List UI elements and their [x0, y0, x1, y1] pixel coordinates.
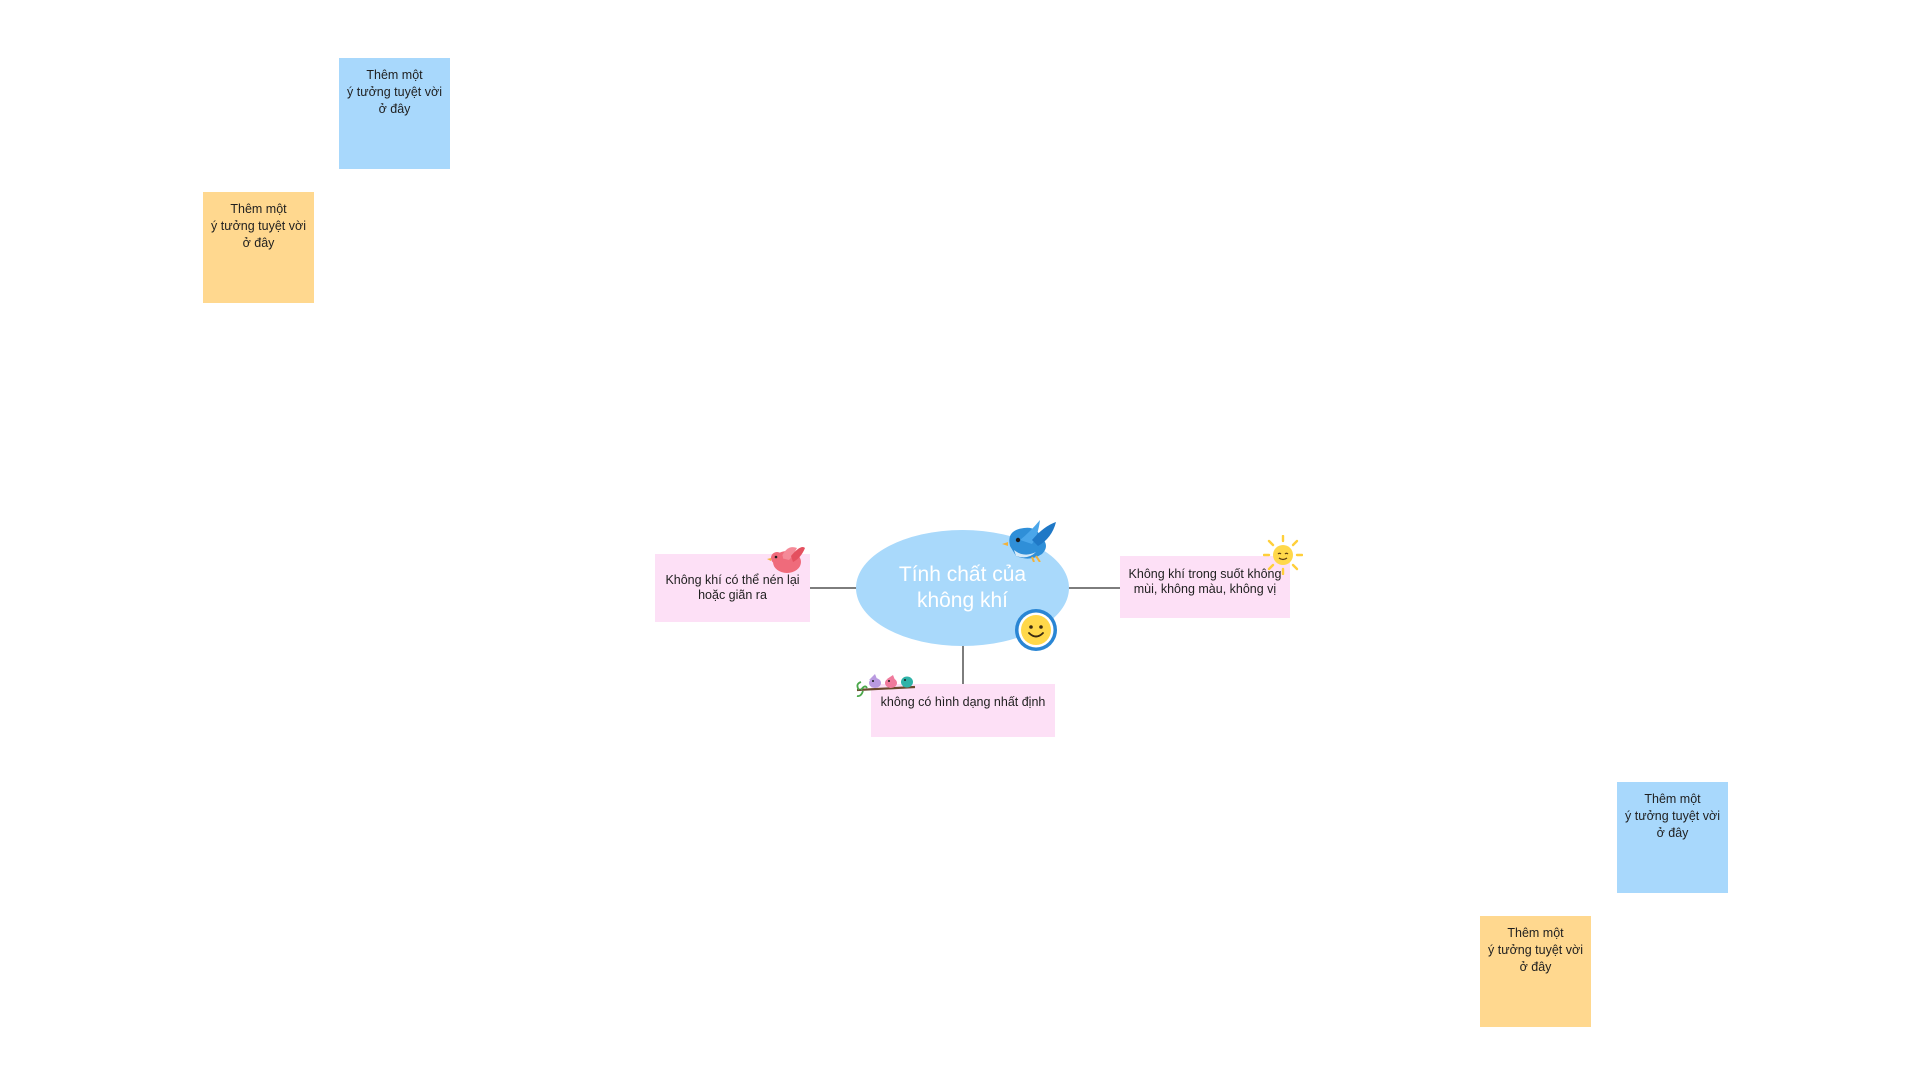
sun-icon[interactable]	[1263, 535, 1303, 575]
birds-on-branch-icon[interactable]	[855, 670, 917, 698]
branch-text-bottom: không có hình dạng nhất định	[880, 695, 1046, 709]
connector-bottom[interactable]	[962, 645, 964, 685]
sticky-note[interactable]: Thêm một ý tưởng tuyệt vời ở đây	[339, 58, 450, 169]
branch-text-right: Không khí trong suốt không mùi, không mà…	[1128, 567, 1282, 596]
central-topic-text: Tính chất của không khí	[898, 563, 1027, 612]
branch-node-bottom[interactable]: không có hình dạng nhất định	[871, 684, 1055, 737]
bird-pink-icon[interactable]	[767, 540, 807, 576]
sticky-note[interactable]: Thêm một ý tưởng tuyệt vời ở đây	[1617, 782, 1728, 893]
bird-blue-icon[interactable]	[1002, 516, 1058, 562]
sticky-note[interactable]: Thêm một ý tưởng tuyệt vời ở đây	[203, 192, 314, 303]
connector-right[interactable]	[1068, 587, 1120, 589]
branch-text-left: Không khí có thể nén lại hoặc giãn ra	[665, 573, 800, 602]
branch-node-right[interactable]: Không khí trong suốt không mùi, không mà…	[1120, 556, 1290, 618]
sticky-note[interactable]: Thêm một ý tưởng tuyệt vời ở đây	[1480, 916, 1591, 1027]
smiley-icon[interactable]	[1014, 608, 1058, 652]
connector-left[interactable]	[810, 587, 858, 589]
